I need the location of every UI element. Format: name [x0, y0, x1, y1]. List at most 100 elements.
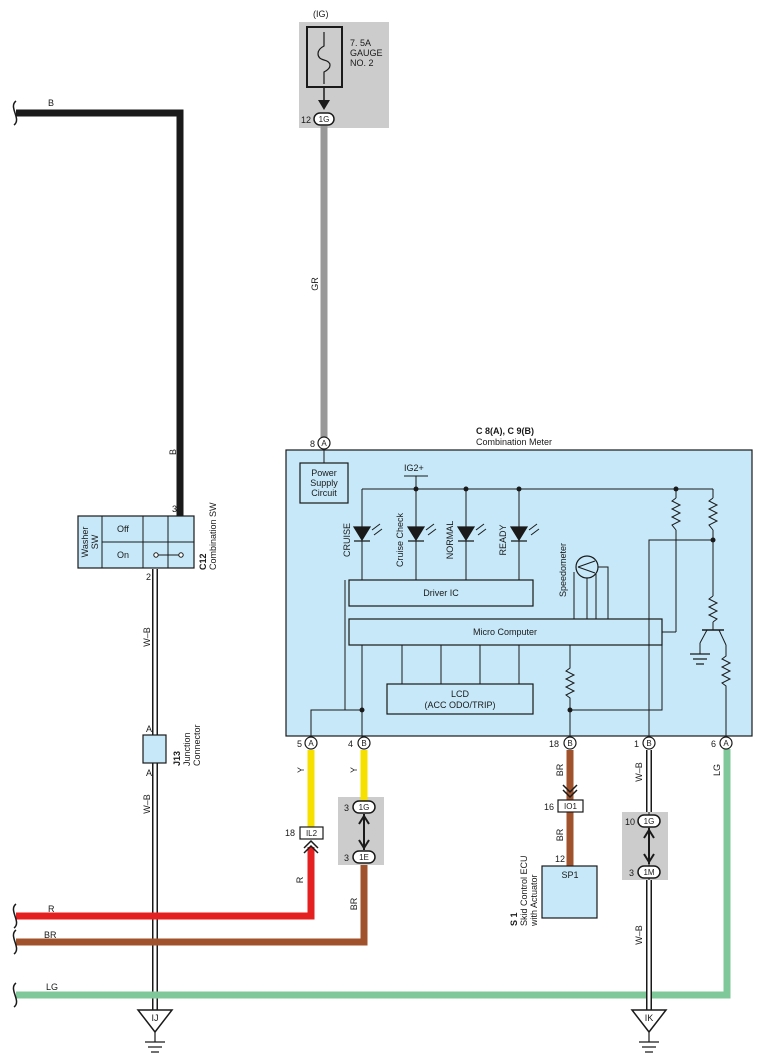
- comb-sw-contact-left: [153, 552, 159, 558]
- connector-1g-1e-arrows-icon: [358, 814, 370, 850]
- wire-br-ecu-label: BR: [555, 828, 565, 841]
- connector-io1-pin: 16: [544, 802, 554, 812]
- meter-pin-5a-num: 5: [297, 739, 302, 749]
- connector-1g-box: [352, 800, 376, 814]
- led-ready-rays-icon: [528, 523, 540, 536]
- fuse-arrow-icon: [318, 100, 330, 110]
- comb-sw-washer: Washer: [80, 527, 90, 558]
- led-normal-icon: [456, 526, 476, 542]
- power-supply-box: [299, 462, 349, 504]
- junction-code: J13: [172, 751, 182, 766]
- speedometer-needle-icon: [577, 560, 596, 574]
- wire-r: [16, 847, 315, 920]
- led-ready-icon: [509, 526, 529, 542]
- connector-10-label: 1G: [644, 817, 655, 826]
- right-upper-wires: [648, 489, 714, 740]
- power-supply-line2: Supply: [310, 478, 338, 488]
- meter-ground-icon: [690, 653, 710, 665]
- wire-gr-label: GR: [310, 277, 320, 291]
- break-mark-br: [12, 929, 18, 955]
- wire-wb-ik-lower-label: W–B: [634, 925, 644, 945]
- wire-wb-ik-upper-label: W–B: [634, 762, 644, 782]
- fuse-name: GAUGE: [350, 48, 383, 58]
- led-cruise-rays-icon: [371, 523, 383, 536]
- comb-sw-off: Off: [117, 524, 129, 534]
- comb-sw-on: On: [117, 550, 129, 560]
- led-cruise-check-icon: [406, 526, 426, 542]
- junction-box: [142, 734, 167, 764]
- speedometer: Speedometer: [558, 543, 609, 619]
- fuse-rating: 7. 5A: [350, 38, 371, 48]
- connector-1g-label: 1G: [359, 803, 370, 812]
- wire-wb-upper-label: W–B: [142, 627, 152, 647]
- wire-y1-label: Y: [296, 767, 306, 773]
- resistor-2-icon: [707, 497, 719, 531]
- junction-pin-top: A: [146, 724, 152, 734]
- connector-io1-arrow-icon: [562, 784, 578, 799]
- break-mark-b: [12, 100, 18, 126]
- led-ready: READY: [498, 489, 540, 580]
- connector-1g-top-label: 1G: [319, 115, 330, 124]
- ground-ik-triangle-icon: [630, 1009, 668, 1034]
- meter-pin-18b-conn: [563, 736, 577, 750]
- connector-1g-1m-arrows-icon: [643, 828, 655, 864]
- connector-io1-box: [557, 799, 584, 813]
- connector-il2-box: [299, 826, 324, 840]
- wire-lg-left-label: LG: [46, 982, 58, 992]
- comb-sw-washer-sw: SW: [90, 534, 100, 549]
- driver-ic-label: Driver IC: [423, 588, 459, 598]
- lcd-sub-label: (ACC ODO/TRIP): [425, 700, 496, 710]
- resistor-3-icon: [707, 595, 719, 623]
- lcd-box: [386, 683, 534, 715]
- led-cruise-label: CRUISE: [342, 523, 352, 557]
- ground-ik-label: IK: [645, 1013, 654, 1023]
- junction-connector: A A J13 Junction Connector: [142, 724, 202, 778]
- comb-sw-pin-top: 3: [172, 504, 177, 514]
- fuse-number: NO. 2: [350, 58, 374, 68]
- ground-ij-symbol-icon: [145, 1032, 165, 1053]
- ecu-box-label: SP1: [561, 870, 578, 880]
- wire-br-meter-label: BR: [555, 763, 565, 776]
- connector-10-pin: 10: [625, 817, 635, 827]
- wire-b: [16, 109, 184, 516]
- wire-b-label-vertical: B: [168, 449, 178, 455]
- connector-10-box: [637, 814, 661, 828]
- connector-il2-arrow-icon: [303, 839, 319, 854]
- combination-switch: Washer SW Off On 3 2 C12 Combination SW: [77, 502, 218, 582]
- connector-1m-label: 1M: [643, 868, 654, 877]
- led-cruise-check: Cruise Check: [395, 489, 437, 580]
- connector-1g-pin: 3: [344, 803, 349, 813]
- meter-top-conn-label: A: [321, 439, 327, 448]
- connector-1e-pin: 3: [344, 853, 349, 863]
- power-supply-line3: Circuit: [311, 488, 337, 498]
- wire-br-vertical-label: BR: [349, 897, 359, 910]
- led-ready-label: READY: [498, 524, 508, 555]
- fuse-block-shade: [299, 22, 389, 128]
- ig-label: (IG): [313, 9, 329, 19]
- led-cruise-check-rays-icon: [425, 523, 437, 536]
- transistor-icon: [690, 622, 727, 665]
- ecu-pin: 12: [555, 854, 565, 864]
- connector-io1: 16 IO1: [544, 784, 584, 813]
- resistor-1-icon: [670, 497, 682, 531]
- connector-io1-label: IO1: [564, 802, 577, 811]
- ground-ij-triangle-icon: [136, 1009, 174, 1034]
- led-normal-rays-icon: [475, 523, 487, 536]
- wire-b-label-top: B: [48, 98, 54, 108]
- driver-ic-box: [348, 579, 534, 607]
- meter-pin-1b: 1 B: [634, 736, 656, 750]
- connector-1m-box: [637, 865, 661, 879]
- meter-pin-4b-label: B: [361, 739, 366, 748]
- node-713-540: [710, 537, 716, 543]
- meter-pin-18b-num: 18: [549, 739, 559, 749]
- meter-pin-4b-num: 4: [348, 739, 353, 749]
- fuse-block: (IG) 7. 5A GAUGE NO. 2 12 1G: [299, 9, 389, 128]
- junction-pin-bottom: A: [146, 768, 152, 778]
- comb-sw-name: Combination SW: [208, 502, 218, 570]
- micro-computer-label: Micro Computer: [473, 627, 537, 637]
- comb-sw-code: C12: [198, 553, 208, 570]
- meter-pin-18b-label: B: [567, 739, 572, 748]
- meter-pin-1b-label: B: [646, 739, 651, 748]
- fuse-icon: [317, 32, 331, 84]
